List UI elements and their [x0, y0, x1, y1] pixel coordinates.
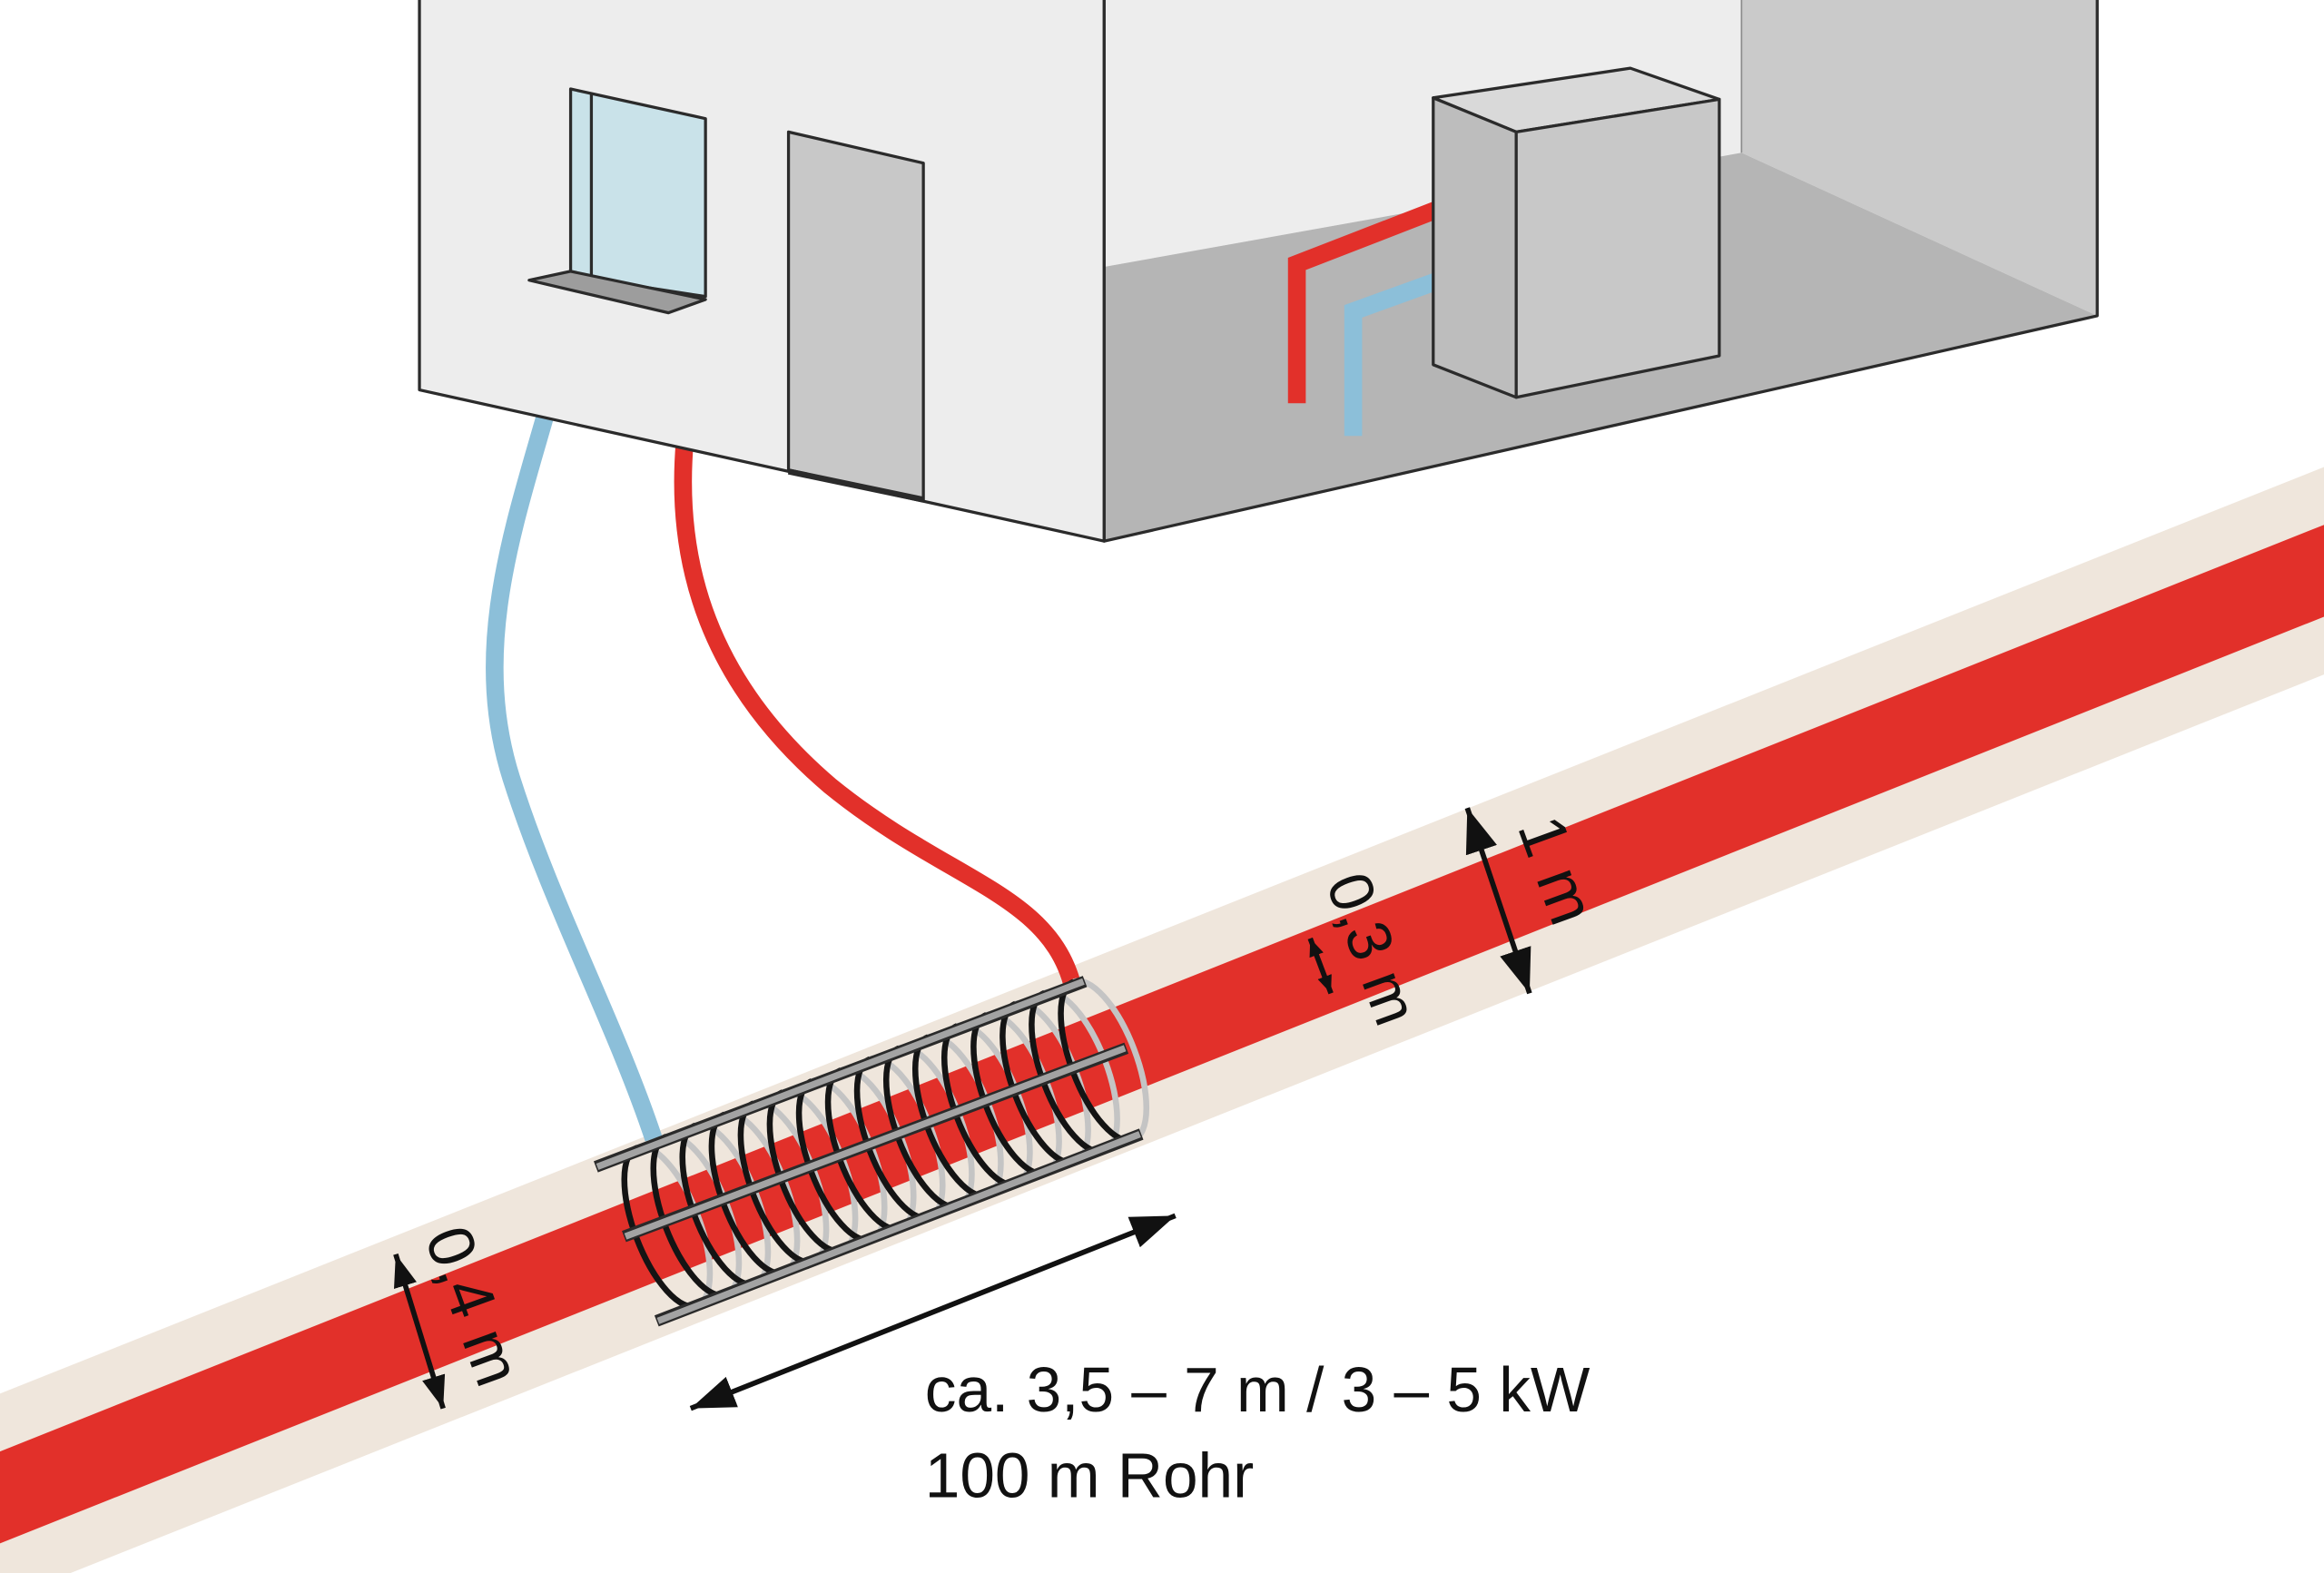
door-threshold: [787, 468, 924, 503]
dimension-arrows: [393, 807, 1532, 1411]
door: [786, 130, 925, 502]
labels: 1 m 0,3 m 0,4 m ca. 3,5 – 7 m / 3 – 5 kW…: [411, 807, 1610, 1511]
dim-arrow-left: [393, 1253, 446, 1410]
dim-arrow-core: [1307, 937, 1334, 995]
dim-arrow-length: [689, 1213, 1177, 1411]
caption-line-1: ca. 3,5 – 7 m / 3 – 5 kW: [925, 1354, 1590, 1425]
house: [418, 0, 2099, 543]
heat-pump-front: [1514, 97, 1721, 399]
heat-pump-side: [1432, 96, 1518, 399]
house-cutaway-outline: [1102, 0, 2099, 543]
caption-line-2: 100 m Rohr: [925, 1440, 1254, 1511]
house-front-wall: [418, 0, 1106, 543]
warm-pipe: [674, 440, 1082, 990]
window-pane: [568, 87, 707, 299]
cold-pipe: [486, 412, 663, 1142]
indoor-warm-pipe: [1287, 189, 1472, 404]
dim-arrow-band: [1464, 807, 1532, 995]
connection-pipes: [486, 412, 1082, 1142]
rod-middle: [624, 1045, 1127, 1240]
trench-core-band: [0, 525, 2324, 1544]
rod-top: [596, 978, 1085, 1170]
interior-side-wall: [1741, 0, 2098, 316]
coil-back-arc: [1072, 978, 1150, 1143]
trench: [0, 467, 2324, 1573]
window-sill: [527, 270, 707, 315]
interior-back-wall: [1104, 0, 1742, 268]
heat-pump-unit: [1432, 66, 1721, 399]
